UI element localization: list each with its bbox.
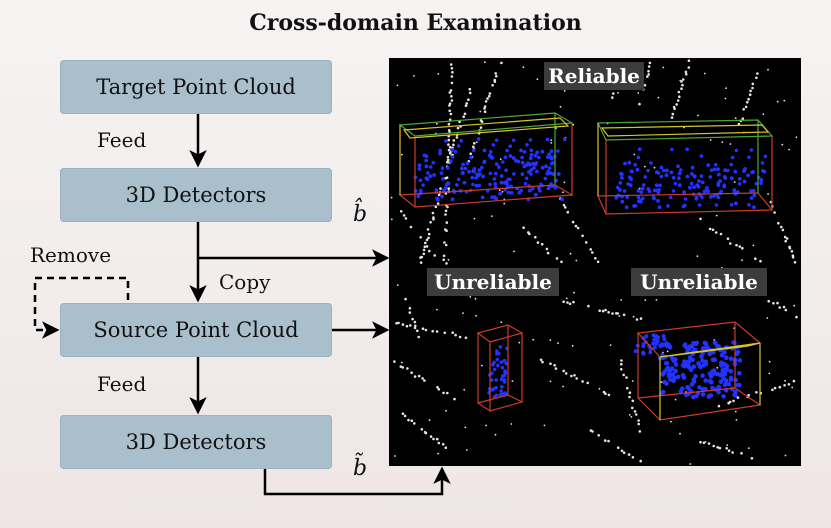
source-point-cloud-box: Source Point Cloud (60, 303, 332, 357)
unreliable-right-label: Unreliable (640, 270, 758, 294)
diagram-title: Cross-domain Examination (249, 10, 582, 36)
bbox-bottom-right (636, 321, 762, 421)
feed-label-1: Feed (97, 128, 147, 152)
reliable-label: Reliable (548, 64, 640, 88)
arrow-remove-loop (33, 276, 130, 339)
reliable-label-bg (544, 62, 644, 90)
b-tilde-label: b̃ (353, 456, 368, 481)
b-hat-label: b̂ (353, 202, 368, 227)
bbox-bottom-left (476, 324, 524, 412)
detector-box-1: 3D Detectors (60, 168, 332, 222)
unreliable-left-label: Unreliable (434, 270, 552, 294)
unreliable-right-label-bg (631, 268, 767, 296)
point-cloud-panel: Reliable Unreliable Unreliable (389, 58, 801, 466)
copy-label: Copy (219, 270, 271, 294)
remove-label: Remove (30, 243, 112, 267)
bbox-top-right (597, 119, 774, 215)
arrow-b-tilde (263, 466, 451, 496)
target-point-cloud-box: Target Point Cloud (60, 60, 332, 114)
detector-box-2: 3D Detectors (60, 415, 332, 469)
feed-label-2: Feed (97, 372, 147, 396)
unreliable-left-label-bg (427, 268, 559, 296)
bbox-top-left (398, 112, 574, 208)
